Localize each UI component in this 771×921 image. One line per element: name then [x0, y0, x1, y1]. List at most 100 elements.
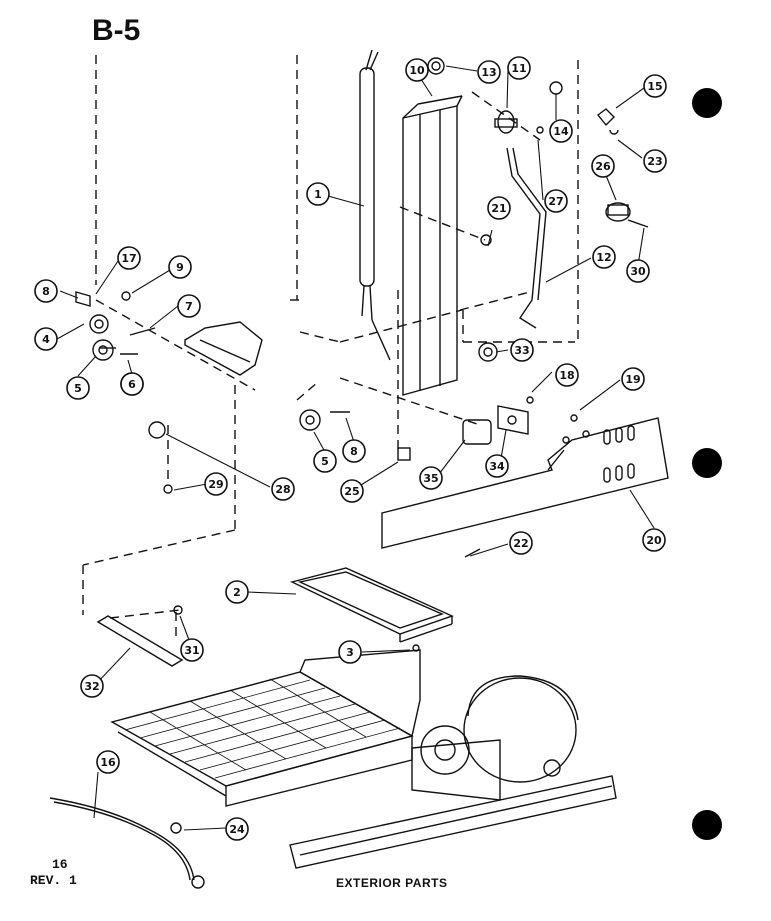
callout-bubble [225, 580, 249, 604]
callout-number: 22 [513, 537, 528, 550]
part-2-tray [289, 567, 454, 643]
callout-c5a: 5 [66, 376, 90, 400]
callout-c8a: 8 [342, 439, 366, 463]
callout-c27: 27 [544, 189, 568, 213]
callout-bubble [342, 439, 366, 463]
callout-number: 14 [553, 125, 569, 138]
callout-number: 5 [74, 382, 82, 395]
callout-number: 21 [491, 202, 506, 215]
callout-c33: 33 [510, 338, 534, 362]
callout-c10: 10 [405, 58, 429, 82]
callout-number: 3 [346, 646, 354, 659]
callout-number: 27 [548, 195, 563, 208]
callout-c5b: 5 [313, 449, 337, 473]
callout-c3: 3 [338, 640, 362, 664]
callout-bubble [338, 640, 362, 664]
callout-c23: 23 [643, 149, 667, 173]
callout-number: 8 [350, 445, 358, 458]
callout-c21: 21 [487, 196, 511, 220]
small-fasteners [75, 57, 649, 652]
callout-number: 6 [128, 378, 136, 391]
callout-number: 8 [42, 285, 50, 298]
callout-bubble [621, 367, 645, 391]
callout-c35: 35 [419, 466, 443, 490]
callout-c1: 1 [306, 182, 330, 206]
page-caption: EXTERIOR PARTS [336, 876, 448, 890]
callout-bubble [507, 56, 531, 80]
callout-number: 18 [559, 369, 574, 382]
callout-bubble [117, 246, 141, 270]
callout-c17: 17 [117, 246, 141, 270]
callout-bubble [225, 817, 249, 841]
part-16-cord [49, 797, 205, 889]
callout-number: 2 [233, 586, 241, 599]
callout-bubble [306, 182, 330, 206]
callout-c30: 30 [626, 259, 650, 283]
callout-c24: 24 [225, 817, 249, 841]
callout-c32: 32 [80, 674, 104, 698]
callout-bubble [405, 58, 429, 82]
part-34-35-control [462, 405, 529, 445]
callout-number: 30 [630, 265, 646, 278]
callout-bubble [180, 638, 204, 662]
callout-bubble [626, 259, 650, 283]
callout-bubble [643, 149, 667, 173]
part-10-channel [402, 95, 463, 396]
callout-bubble [509, 531, 533, 555]
callout-bubble [510, 338, 534, 362]
callout-number: 5 [321, 455, 329, 468]
callout-bubble [340, 479, 364, 503]
part-24-clip [170, 822, 182, 834]
condenser-coils [124, 678, 401, 779]
callout-number: 19 [625, 373, 640, 386]
callout-bubble [177, 294, 201, 318]
callout-bubble [34, 279, 58, 303]
callout-c18: 18 [555, 363, 579, 387]
callout-c29: 29 [204, 472, 228, 496]
callout-number: 4 [42, 333, 50, 346]
callout-number: 23 [647, 155, 662, 168]
callout-c14: 14 [549, 119, 573, 143]
callout-c28: 28 [271, 477, 295, 501]
callout-c31: 31 [180, 638, 204, 662]
callout-bubble [592, 245, 616, 269]
callout-number: 16 [100, 756, 116, 769]
callout-c15: 15 [643, 74, 667, 98]
callout-number: 1 [314, 188, 322, 201]
callout-c11: 11 [507, 56, 531, 80]
callout-bubble [642, 528, 666, 552]
callout-bubble [271, 477, 295, 501]
callout-c25: 25 [340, 479, 364, 503]
page-number: 16 [52, 857, 68, 872]
callout-number: 9 [176, 261, 184, 274]
callout-c7: 7 [177, 294, 201, 318]
callout-number: 17 [121, 252, 136, 265]
callout-number: 15 [647, 80, 662, 93]
callout-bubble [168, 255, 192, 279]
callout-c13: 13 [477, 60, 501, 84]
callout-c12: 12 [592, 245, 616, 269]
callout-bubble [419, 466, 443, 490]
callout-c16: 16 [96, 750, 120, 774]
callout-bubble [313, 449, 337, 473]
callout-bubble [555, 363, 579, 387]
callout-bubble [591, 154, 615, 178]
callout-bubble [66, 376, 90, 400]
callout-c8b: 8 [34, 279, 58, 303]
callout-number: 29 [208, 478, 223, 491]
section-code: B-5 [92, 14, 141, 47]
callout-bubble [544, 189, 568, 213]
callout-number: 33 [514, 344, 529, 357]
callout-bubble [477, 60, 501, 84]
binder-hole-top [692, 88, 722, 118]
part-1-heater-tube [359, 49, 391, 361]
callout-bubble [485, 454, 509, 478]
callout-number: 31 [184, 644, 199, 657]
callout-bubble [34, 327, 58, 351]
binder-hole-middle [692, 448, 722, 478]
callout-bubble [96, 750, 120, 774]
callout-number: 32 [84, 680, 99, 693]
binder-hole-bottom [692, 810, 722, 840]
